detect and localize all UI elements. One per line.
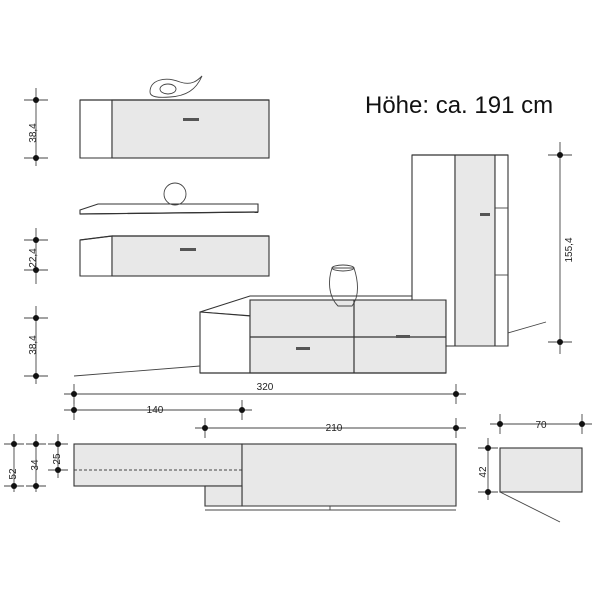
- dim-lowboard-height: 22,4: [24, 228, 48, 284]
- side-plan-unit: [499, 447, 583, 493]
- label-depth-34: 34: [30, 459, 41, 471]
- lowboard-front: [111, 235, 270, 277]
- plan-overlap: [204, 485, 243, 507]
- dim-right-width: 210: [195, 418, 466, 438]
- label-depth-52: 52: [8, 468, 19, 480]
- wall-cabinet-front: [111, 99, 270, 159]
- dim-sideboard-height: 38,4: [24, 306, 48, 384]
- floor-line-right: [507, 321, 547, 334]
- decor-ball: [163, 182, 187, 206]
- dim-side-width: 70: [490, 414, 592, 434]
- dim-depth-34: 34: [26, 434, 46, 492]
- sideboard-handle-right: [396, 335, 410, 338]
- plan-right-unit: [241, 443, 457, 507]
- decor-vase-curved: [149, 75, 203, 98]
- dim-side-depth: 42: [478, 438, 498, 500]
- height-title: Höhe: ca. 191 cm: [365, 92, 553, 119]
- sideboard-handle-left: [296, 347, 310, 350]
- label-depth-25: 25: [52, 453, 63, 465]
- label-sideboard-height: 38,4: [28, 335, 39, 355]
- tall-cabinet-door: [454, 154, 496, 347]
- tall-cabinet-handle: [480, 213, 490, 216]
- label-tall-cabinet-height: 155,4: [564, 237, 575, 262]
- label-lowboard-height: 22,4: [28, 248, 39, 268]
- sideboard-side: [199, 311, 251, 374]
- lowboard-handle: [180, 248, 196, 251]
- dim-wall-cabinet-height: 38,4: [24, 88, 48, 166]
- side-plan: [499, 447, 583, 523]
- label-wall-cabinet-height: 38,4: [28, 123, 39, 143]
- dim-total-width: 320: [64, 382, 466, 404]
- wall-cabinet-side: [79, 99, 113, 159]
- plan-view: [73, 443, 457, 511]
- sideboard: [199, 295, 447, 374]
- dim-tall-cabinet-height: 155,4: [548, 142, 575, 354]
- shelf-board: [79, 203, 259, 215]
- dim-depth-25: 25: [48, 434, 68, 478]
- side-plan-door-swing: [499, 491, 561, 523]
- dim-left-width: 140: [64, 400, 252, 420]
- tall-cabinet-shelves: [494, 154, 509, 347]
- tall-cabinet: [411, 154, 509, 347]
- dim-depth-52: 52: [4, 434, 24, 492]
- floor-line-left: [73, 365, 201, 377]
- label-side-width: 70: [535, 420, 547, 431]
- decor-vase: [329, 264, 358, 307]
- label-right-width: 210: [326, 423, 343, 434]
- lowboard-side: [79, 235, 113, 277]
- label-total-width: 320: [257, 382, 274, 393]
- wall-cabinet: [79, 99, 270, 159]
- label-side-depth: 42: [478, 466, 489, 478]
- wall-shelf: [79, 182, 259, 215]
- label-left-width: 140: [147, 405, 164, 416]
- hanging-lowboard: [79, 235, 270, 277]
- wall-cabinet-handle: [183, 118, 199, 121]
- plan-left-unit: [73, 443, 243, 487]
